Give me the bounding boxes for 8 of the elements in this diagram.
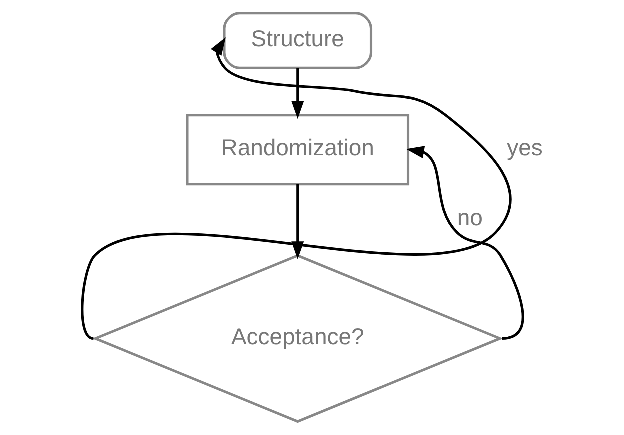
node-diamond: Acceptance?	[92, 254, 503, 424]
arrow	[291, 68, 304, 120]
edge-label: yes	[506, 134, 542, 160]
node-box: Randomization	[186, 114, 410, 186]
node-box: Structure	[222, 12, 372, 70]
arrow	[80, 38, 512, 340]
edge-label: no	[456, 204, 482, 231]
arrow	[406, 146, 524, 340]
